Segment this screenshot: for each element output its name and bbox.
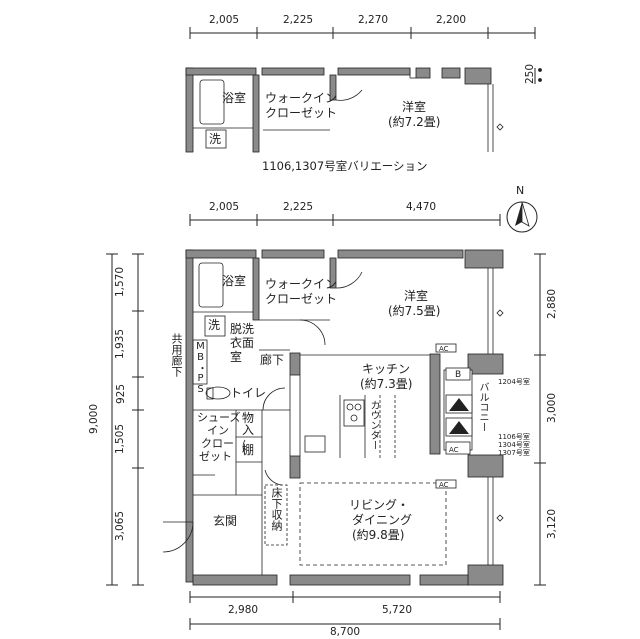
living-label-2: ダイニング (352, 513, 413, 527)
unit-note-1: 1106号室 (498, 433, 530, 441)
main-top-dim-1: 2,005 (209, 201, 240, 213)
left-dim-2: 1,935 (114, 328, 127, 360)
hallway-label: 廊下 (260, 353, 285, 367)
total-width-dim: 8,700 (330, 626, 361, 638)
variant-bath-label: 浴室 (222, 91, 247, 105)
wic-label-1: ウォークイン (265, 277, 338, 291)
main-top-dim-2: 2,225 (283, 201, 314, 213)
balcony-label: バルコニー (477, 382, 488, 432)
right-dim-2: 3,000 (546, 392, 559, 424)
bath-label: 浴室 (222, 274, 247, 288)
storage-label-2: 入 (242, 423, 255, 437)
unit-note-2: 1304号室 (498, 441, 530, 449)
ac-label-1: AC (439, 345, 449, 353)
variant-wic-label-2: クローゼット (265, 106, 338, 120)
shoes-label-3: クロー (201, 437, 234, 450)
kitchen-label: キッチン (362, 362, 411, 376)
dressing-label-3: 室 (230, 350, 243, 364)
unit-note-top: 1204号室 (498, 378, 530, 386)
kitchen-size: (約7.3畳) (360, 377, 413, 391)
living-label-1: リビング・ (349, 498, 410, 512)
ac-label-2: AC (449, 446, 459, 454)
underfloor-label: 床下収納 (270, 487, 283, 531)
bottom-dim-2: 5,720 (382, 604, 413, 616)
unit-note-3: 1307号室 (498, 449, 530, 457)
left-dim-1: 1,570 (114, 266, 127, 298)
wic-label-2: クローゼット (265, 292, 338, 306)
variant-western-size: (約7.2畳) (388, 115, 441, 129)
bottom-dim-1: 2,980 (228, 604, 259, 616)
b-label: B (455, 370, 462, 380)
balcony-units (435, 343, 473, 489)
left-dim-3: 925 (115, 383, 128, 405)
shelf-label: 棚 (242, 443, 255, 457)
variant-side-dim: 250 (524, 63, 537, 85)
variant-walls (185, 67, 492, 153)
ac-label-3: AC (439, 481, 449, 489)
north-label: N (516, 184, 525, 197)
variant-dim-2: 2,225 (283, 14, 314, 26)
wash-label: 洗 (208, 318, 221, 332)
entrance-label: 玄関 (213, 514, 238, 528)
counter-label: カウンター (368, 400, 379, 450)
western-label: 洋室 (404, 289, 429, 303)
variant-dim-3: 2,270 (358, 14, 389, 26)
variant-wash-label: 洗 (209, 132, 222, 146)
north-arrow-icon (506, 201, 538, 233)
total-height-dim: 9,000 (88, 403, 101, 435)
variant-dim-4: 2,200 (436, 14, 467, 26)
left-dim-4: 1,505 (114, 423, 127, 455)
variant-wic-label-1: ウォークイン (265, 91, 338, 105)
shoes-label-4: ゼット (199, 450, 232, 463)
right-dim-1: 2,880 (546, 288, 559, 320)
mbps-label: MB・PS (195, 341, 206, 395)
living-size: (約9.8畳) (352, 528, 405, 542)
dressing-label-2: 衣面 (230, 336, 255, 350)
variant-dim-1: 2,005 (209, 14, 240, 26)
common-corridor-label: 共用廊下 (170, 333, 183, 377)
dressing-label-1: 脱洗 (230, 322, 255, 336)
shoes-label-1: シューズ (197, 411, 241, 424)
main-top-dim-3: 4,470 (406, 201, 437, 213)
toilet-label: トイレ (230, 386, 267, 400)
western-size: (約7.5畳) (388, 304, 441, 318)
right-dim-3: 3,120 (546, 508, 559, 540)
storage-label-1: 物 (242, 411, 255, 425)
left-dim-5: 3,065 (114, 510, 127, 542)
shoes-label-2: イン (207, 424, 229, 437)
variant-caption: 1106,1307号室バリエーション (262, 159, 428, 173)
variant-western-label: 洋室 (402, 100, 427, 114)
